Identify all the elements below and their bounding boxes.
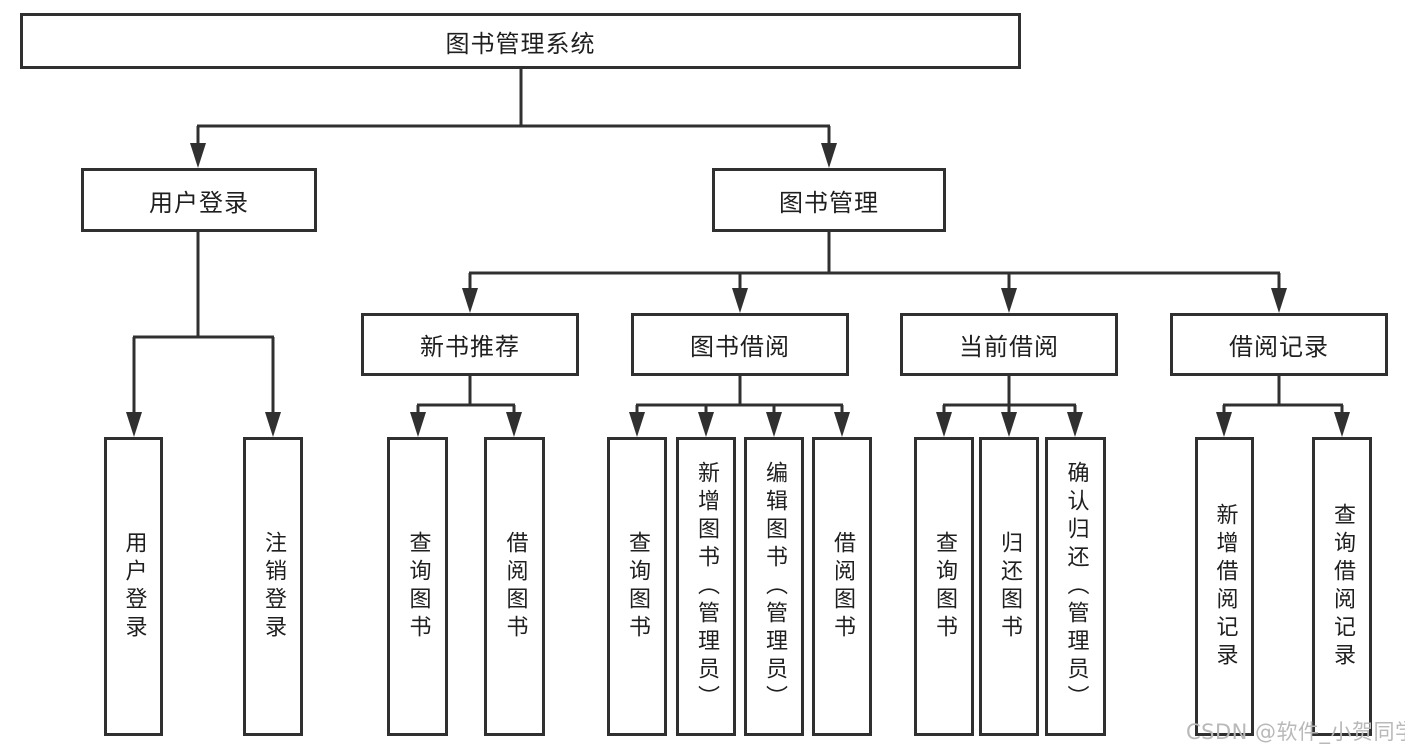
leaf-add-borrow-record-label: 新增借阅记录 [1212,502,1238,671]
leaf-edit-books-admin: 编辑图书（管理员） [744,437,804,736]
leaf-logout: 注销登录 [243,437,303,736]
leaf-add-books-admin: 新增图书（管理员） [676,437,736,736]
node-borrowing-records-label: 借阅记录 [1229,333,1329,361]
leaf-add-borrow-record: 新增借阅记录 [1195,437,1254,736]
node-user-login-label: 用户登录 [149,188,249,217]
node-book-management: 图书管理 [712,168,946,232]
connector-current-borrowing [936,376,1083,437]
leaf-query-books-current-label: 查询图书 [932,530,957,643]
leaf-query-books-borrowing: 查询图书 [607,437,667,736]
leaf-edit-books-admin-label: 编辑图书（管理员） [762,460,787,713]
connector-new-book-recommend [410,376,522,437]
node-root-label: 图书管理系统 [445,29,596,58]
connector-root [190,69,837,168]
leaf-borrow-books-borrowing-label: 借阅图书 [830,530,855,643]
node-new-book-recommend: 新书推荐 [361,313,579,376]
connector-book-borrowing [629,376,850,437]
node-book-borrowing: 图书借阅 [631,313,849,376]
leaf-logout-label: 注销登录 [261,530,286,643]
leaf-query-borrow-record: 查询借阅记录 [1312,437,1372,736]
leaf-query-borrow-record-label: 查询借阅记录 [1330,502,1355,671]
leaf-query-books-recommend-label: 查询图书 [405,530,431,643]
leaf-user-login: 用户登录 [104,437,163,736]
leaf-query-books-current: 查询图书 [914,437,974,736]
connector-user-login [126,232,281,437]
node-book-borrowing-label: 图书借阅 [690,333,790,361]
leaf-confirm-return-admin-label: 确认归还（管理员） [1063,460,1089,713]
node-book-management-label: 图书管理 [779,188,879,217]
node-user-login: 用户登录 [81,168,317,232]
node-current-borrowing: 当前借阅 [900,313,1118,376]
leaf-return-books-label: 归还图书 [997,530,1022,643]
leaf-query-books-recommend: 查询图书 [387,437,448,736]
leaf-query-books-borrowing-label: 查询图书 [625,530,650,643]
node-borrowing-records: 借阅记录 [1170,313,1388,376]
leaf-borrow-books-borrowing: 借阅图书 [812,437,872,736]
node-current-borrowing-label: 当前借阅 [959,333,1059,361]
csdn-watermark: CSDN @软件_小贺同学 [1186,720,1405,744]
leaf-borrow-books-recommend-label: 借阅图书 [502,530,528,643]
leaf-borrow-books-recommend: 借阅图书 [484,437,545,736]
node-new-book-recommend-label: 新书推荐 [420,333,520,361]
node-root: 图书管理系统 [20,13,1021,69]
leaf-confirm-return-admin: 确认归还（管理员） [1045,437,1106,736]
leaf-add-books-admin-label: 新增图书（管理员） [694,460,719,713]
connector-borrowing-records [1216,376,1350,437]
connector-book-management [462,232,1287,313]
leaf-return-books: 归还图书 [979,437,1039,736]
leaf-user-login-label: 用户登录 [121,530,147,643]
